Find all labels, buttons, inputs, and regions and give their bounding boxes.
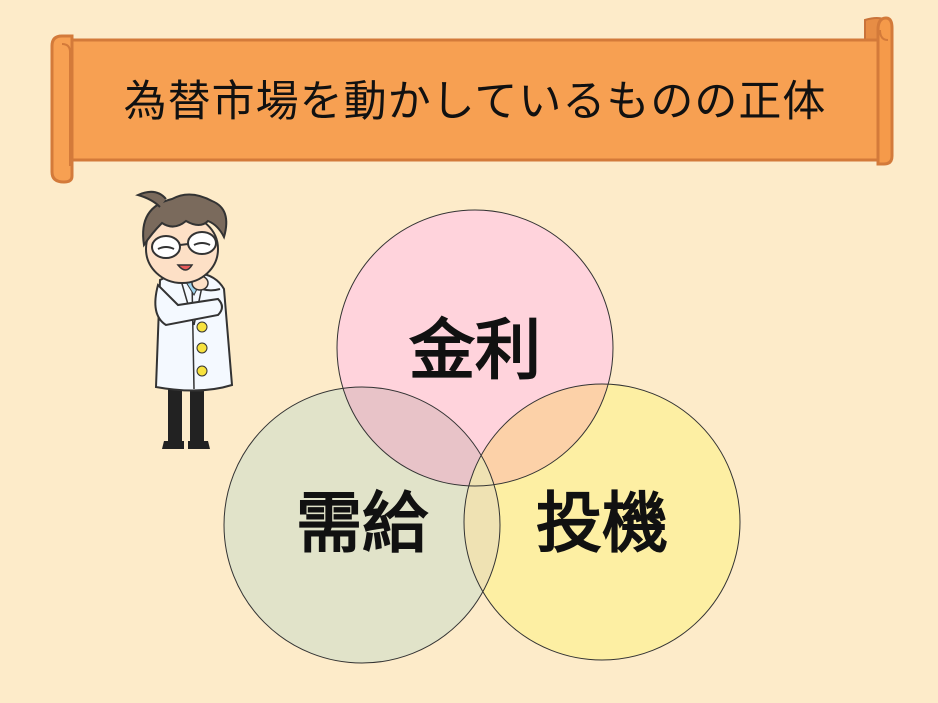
page-title: 為替市場を動かしているものの正体 <box>123 77 827 127</box>
title-banner <box>50 16 894 184</box>
scientist-thinking-icon <box>135 190 234 449</box>
venn-label-touki: 投機 <box>536 485 668 562</box>
venn-label-jukyu: 需給 <box>296 485 428 562</box>
venn-label-kinri: 金利 <box>409 312 541 389</box>
